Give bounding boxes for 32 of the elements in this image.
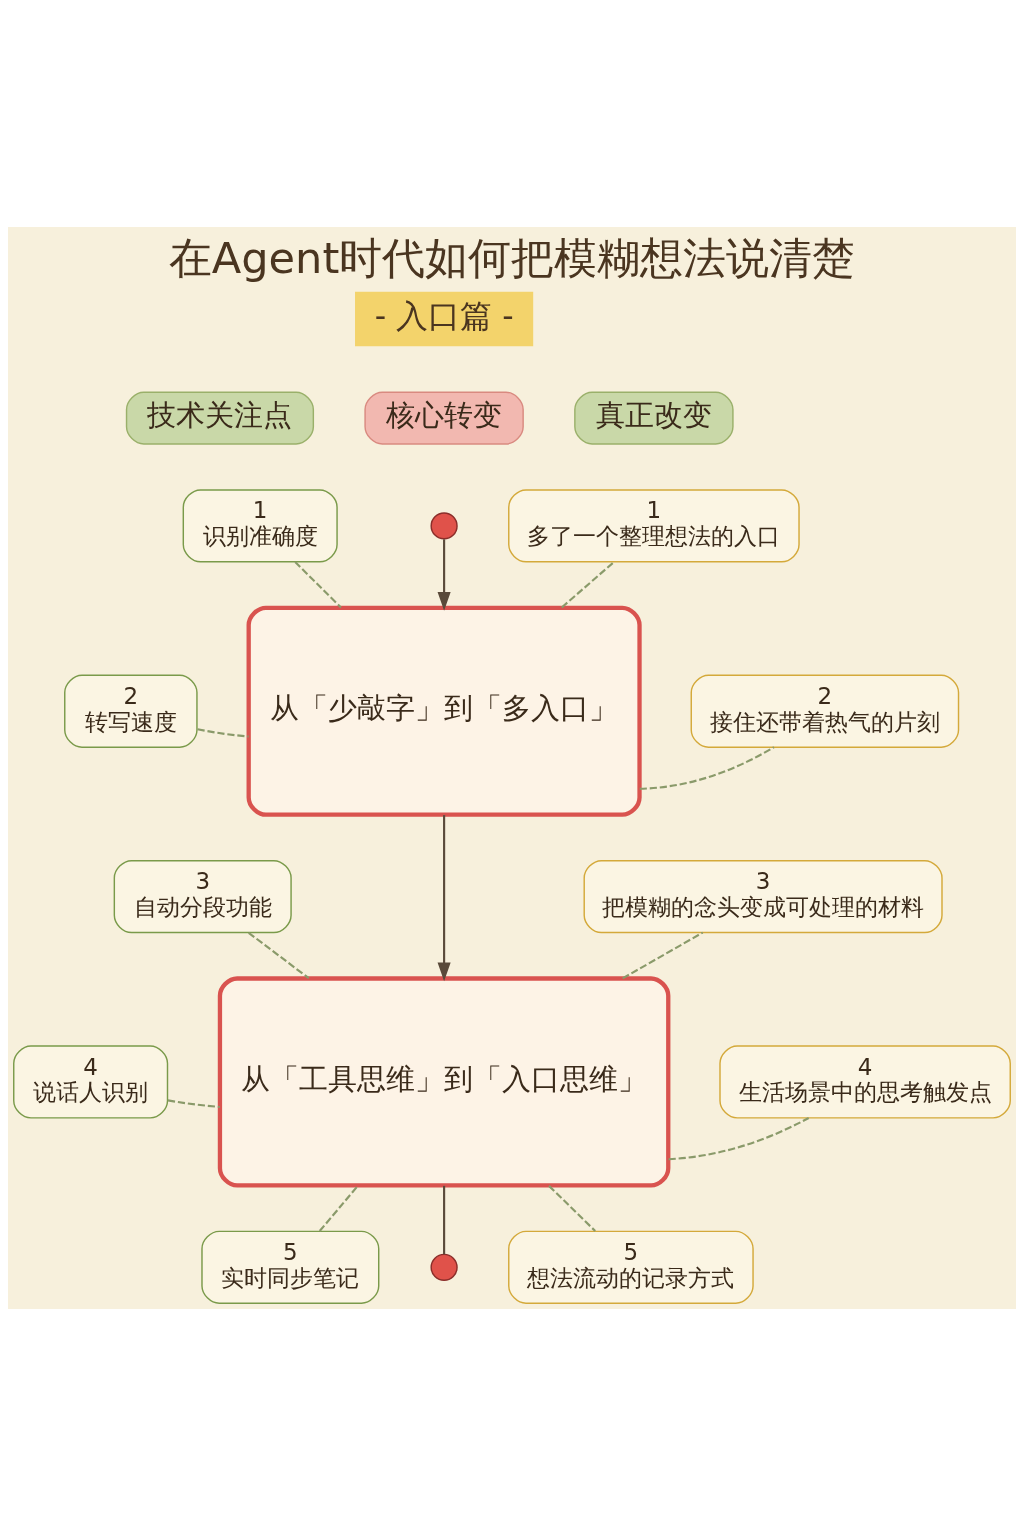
arrow bbox=[437, 539, 451, 611]
node-box: 1 多了一个整理想法的入口 bbox=[508, 489, 800, 563]
node-box: 2 接住还带着热气的片刻 bbox=[690, 674, 960, 748]
node-circle bbox=[430, 512, 458, 540]
node-box: 从「少敲字」到「多入口」 bbox=[246, 605, 642, 817]
arrow bbox=[437, 815, 451, 982]
connector bbox=[443, 1185, 446, 1255]
label: - 入口篇 - bbox=[374, 298, 514, 335]
node-box: 从「工具思维」到「入口思维」 bbox=[217, 976, 671, 1188]
connector bbox=[668, 1117, 810, 1161]
connector bbox=[622, 931, 704, 980]
node-box: 1 识别准确度 bbox=[182, 489, 338, 563]
connector bbox=[318, 1185, 359, 1232]
connector bbox=[248, 931, 310, 980]
node-box: 3 把模糊的念头变成可处理的材料 bbox=[583, 859, 943, 934]
node-box: 2 转写速度 bbox=[64, 674, 198, 748]
connector bbox=[639, 746, 775, 790]
node-box: 真正改变 bbox=[574, 391, 734, 445]
connector bbox=[167, 1099, 220, 1109]
connector bbox=[548, 1185, 596, 1232]
node-box: 4 说话人识别 bbox=[13, 1045, 169, 1119]
diagram-title: 在Agent时代如何把模糊想法说清楚 bbox=[168, 232, 856, 283]
node-box: 3 自动分段功能 bbox=[113, 859, 292, 934]
connector bbox=[294, 561, 342, 609]
connector bbox=[197, 728, 249, 738]
node-box: 技术关注点 bbox=[125, 391, 315, 445]
node-box: 5 想法流动的记录方式 bbox=[508, 1230, 754, 1304]
connector bbox=[561, 561, 615, 609]
node-box: 5 实时同步笔记 bbox=[201, 1230, 380, 1304]
node-box: 4 生活场景中的思考触发点 bbox=[719, 1045, 1011, 1119]
node-circle bbox=[430, 1253, 458, 1281]
node-box: 核心转变 bbox=[364, 391, 524, 445]
